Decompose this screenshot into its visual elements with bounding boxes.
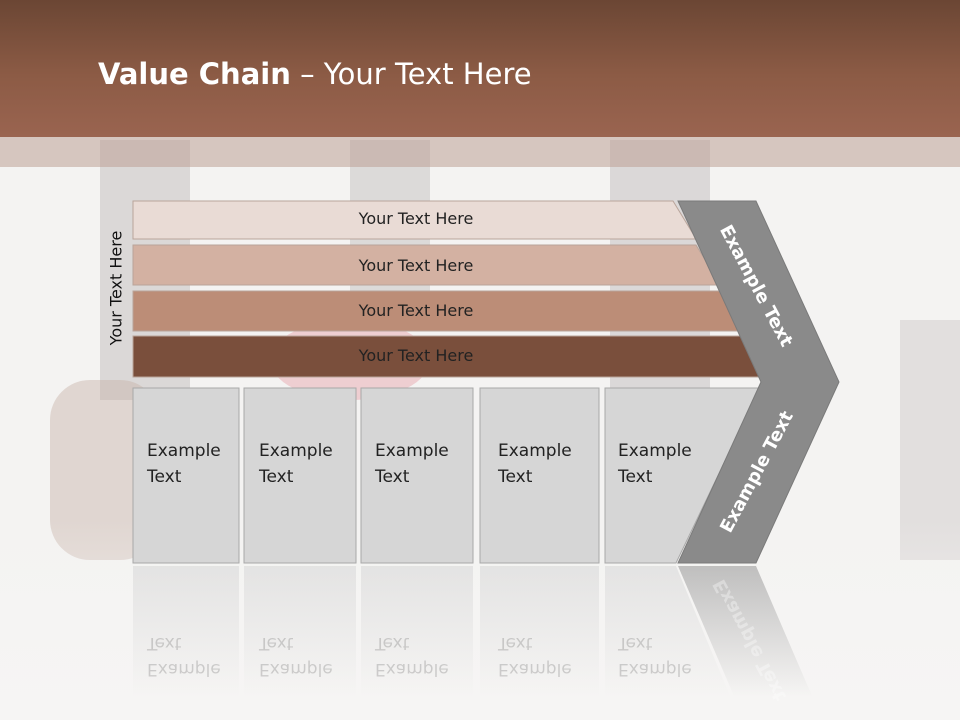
activity-box-5 [604,387,761,564]
activity-box-2 [243,387,357,564]
activity-box-reflection-5 [605,566,730,696]
bar-label-4: Your Text Here [358,346,474,365]
activity-box-3 [360,387,474,564]
header-band [0,137,960,167]
title-rest: – Your Text Here [290,57,532,91]
activity-box-reflection-3 [361,566,473,696]
bar-label-3: Your Text Here [358,301,474,320]
chevron-reflection [678,566,812,696]
bar-label-2: Your Text Here [358,256,474,275]
title-bold: Value Chain [98,57,291,91]
activity-box-reflection-1 [133,566,239,696]
activity-box-reflection-4 [480,566,599,696]
chevron-arrow [677,200,840,564]
activity-box-1 [132,387,240,564]
page-title: Value Chain – Your Text Here [98,52,532,96]
header-bar [0,0,960,137]
activity-box-reflection-2 [244,566,356,696]
activity-box-4 [479,387,600,564]
bar-label-1: Your Text Here [358,209,474,228]
